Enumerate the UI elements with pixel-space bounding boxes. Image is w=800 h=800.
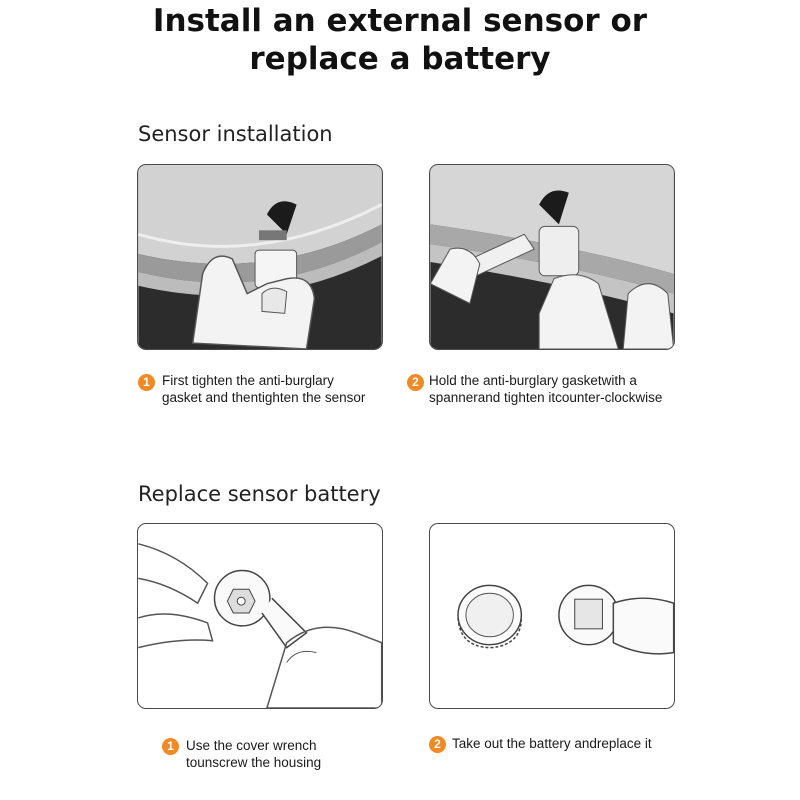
step-number-badge: 1 xyxy=(162,738,179,755)
step-caption-3: Use the cover wrench tounscrew the housi… xyxy=(186,737,321,771)
step-number-badge: 1 xyxy=(138,374,155,391)
spanner-holding-gasket-illustration xyxy=(430,165,674,349)
caption-line: First tighten the anti-burglary xyxy=(162,373,334,388)
caption-line: Use the cover wrench xyxy=(186,738,317,753)
caption-line: tounscrew the housing xyxy=(186,755,322,770)
step-caption-4: Take out the battery andreplace it xyxy=(452,735,652,752)
step-number-badge: 2 xyxy=(429,736,446,753)
page-title: Install an external sensor or replace a … xyxy=(0,2,800,78)
caption-line: Hold the anti-burglary gasketwith a xyxy=(429,373,637,388)
step-caption-1: First tighten the anti-burglary gasket a… xyxy=(162,372,365,406)
section-heading-installation: Sensor installation xyxy=(138,122,333,146)
illustration-replace-battery xyxy=(429,523,675,709)
wrench-unscrewing-housing-illustration xyxy=(138,543,382,708)
title-line-2: replace a battery xyxy=(249,41,551,77)
section-heading-battery: Replace sensor battery xyxy=(138,482,381,506)
hand-tightening-sensor-illustration xyxy=(138,165,382,349)
step-caption-2: Hold the anti-burglary gasketwith a span… xyxy=(429,372,662,406)
illustration-tighten-sensor xyxy=(137,164,383,350)
open-housing-battery-illustration xyxy=(457,584,674,655)
illustration-unscrew-housing xyxy=(137,523,383,709)
caption-line: gasket and thentighten the sensor xyxy=(162,390,366,405)
caption-line: Take out the battery andreplace it xyxy=(452,736,652,751)
illustration-hold-gasket xyxy=(429,164,675,350)
title-line-1: Install an external sensor or xyxy=(152,3,648,39)
step-number-badge: 2 xyxy=(407,374,424,391)
caption-line: spannerand tighten itcounter-clockwise xyxy=(429,390,663,405)
